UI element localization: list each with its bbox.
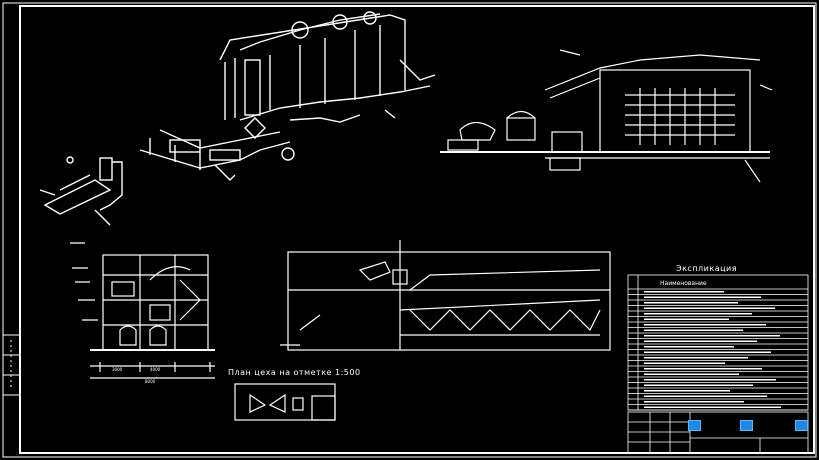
title-block xyxy=(627,411,809,454)
dim-label-1: 3000 xyxy=(112,367,123,372)
selection-grip-1[interactable] xyxy=(688,420,701,431)
spec-table-header: Наименование xyxy=(660,280,707,287)
small-isometric-unit xyxy=(39,156,123,226)
workshop-plan xyxy=(234,383,336,421)
specification-table xyxy=(627,274,809,411)
isometric-pipework xyxy=(139,11,436,181)
spec-table-title: Экспликация xyxy=(676,264,738,273)
selection-grip-2[interactable] xyxy=(740,420,753,431)
dim-label-3: 8000 xyxy=(145,379,156,384)
plan-caption: План цеха на отметке 1:500 xyxy=(228,368,361,377)
equipment-grid xyxy=(625,88,735,145)
building-section xyxy=(70,242,215,379)
selection-grip-3[interactable] xyxy=(795,420,808,431)
dimension-labels: 3000 4000 8000 xyxy=(112,367,161,384)
equipment-elevation-right xyxy=(440,49,773,183)
dim-label-2: 4000 xyxy=(150,367,161,372)
long-section xyxy=(280,240,611,351)
